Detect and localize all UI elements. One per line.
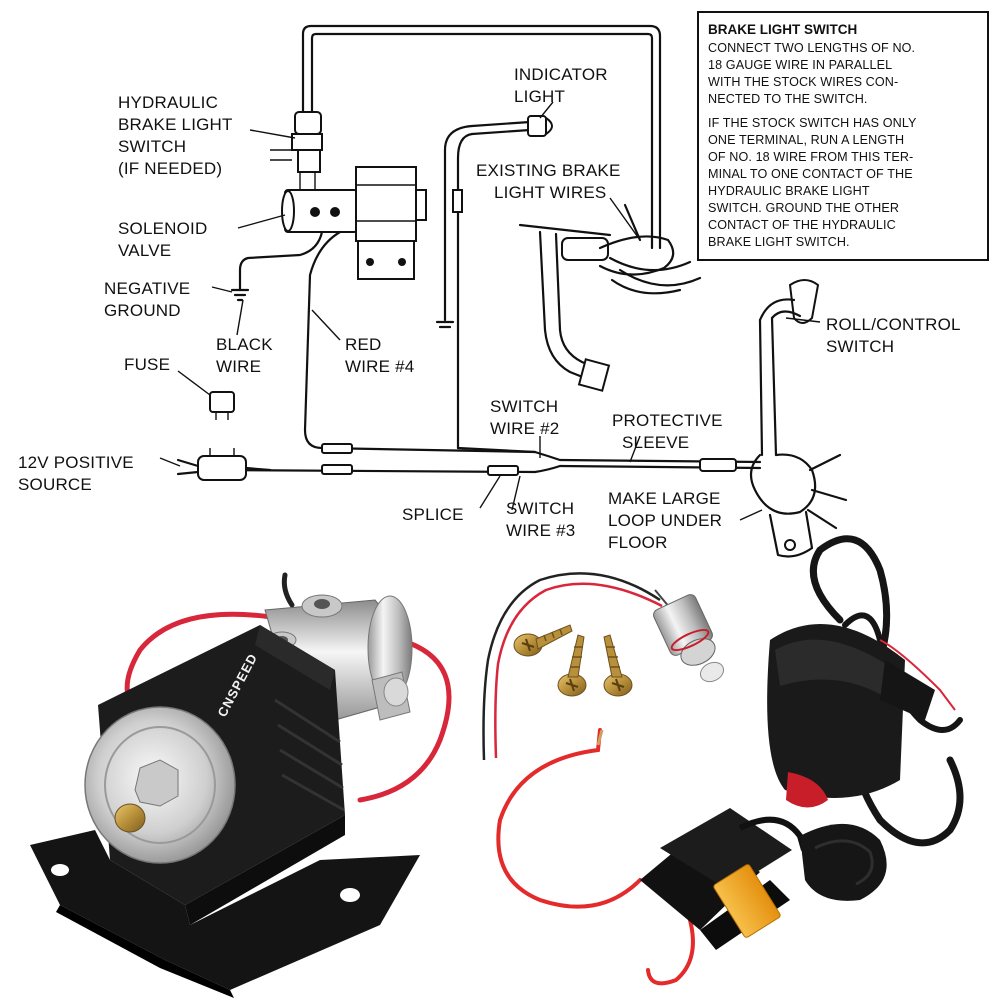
roll-control-switch-icon <box>767 535 964 847</box>
note-title: BRAKE LIGHT SWITCH <box>708 22 857 37</box>
hydraulic-switch-wire <box>301 24 662 250</box>
label-protective-sleeve: PROTECTIVE <box>612 411 723 430</box>
splice-connector-2 <box>321 443 353 454</box>
label-existing-wires: LIGHT WIRES <box>494 183 606 202</box>
note-line: SWITCH. GROUND THE OTHER <box>708 201 899 215</box>
indicator-wire <box>443 124 474 322</box>
inline-connector <box>452 189 463 213</box>
fuse-holder-diagram-icon <box>176 448 272 481</box>
note-line: WITH THE STOCK WIRES CON- <box>708 75 898 89</box>
note-line: ONE TERMINAL, RUN A LENGTH <box>708 133 904 147</box>
ground-symbol <box>230 288 250 302</box>
note-line: CONTACT OF THE HYDRAULIC <box>708 218 896 232</box>
label-negative-ground: NEGATIVE <box>104 279 190 298</box>
splice-connector-3 <box>487 465 519 476</box>
note-line: NECTED TO THE SWITCH. <box>708 92 868 106</box>
label-red-wire: WIRE #4 <box>345 357 414 376</box>
label-large-loop: LOOP UNDER <box>608 511 722 530</box>
indicator-wire-2 <box>456 132 474 450</box>
hydraulic-switch-wire-inner <box>310 32 654 250</box>
ground-symbol-2 <box>435 320 455 329</box>
fuse-icon <box>209 391 235 420</box>
note-line: HYDRAULIC BRAKE LIGHT <box>708 184 870 198</box>
note-line: MINAL TO ONE CONTACT OF THE <box>708 167 913 181</box>
label-indicator-light: INDICATOR <box>514 65 608 84</box>
label-large-loop: MAKE LARGE <box>608 489 721 508</box>
note-line: OF NO. 18 WIRE FROM THIS TER- <box>708 150 913 164</box>
screw-icon <box>513 624 633 697</box>
note-line: BRAKE LIGHT SWITCH. <box>708 235 850 249</box>
label-positive-source: 12V POSITIVE <box>18 453 134 472</box>
label-existing-wires: EXISTING BRAKE <box>476 161 621 180</box>
label-positive-source: SOURCE <box>18 475 92 494</box>
label-red-wire: RED <box>345 335 382 354</box>
wiring-diagram: BRAKE LIGHT SWITCH CONNECT TWO LENGTHS O… <box>18 11 989 558</box>
label-splice: SPLICE <box>402 505 464 524</box>
switch-wire-2 <box>456 446 762 464</box>
label-hydraulic-switch: HYDRAULIC <box>118 93 218 112</box>
label-switch-wire-2: SWITCH <box>490 397 558 416</box>
hydraulic-switch-icon <box>270 111 323 173</box>
black-wire <box>238 230 324 292</box>
switch-wire-3 <box>208 464 762 474</box>
solenoid-valve-icon <box>281 166 427 280</box>
fuse-holder-icon <box>496 728 887 986</box>
label-black-wire: WIRE <box>216 357 261 376</box>
label-large-loop: FLOOR <box>608 533 668 552</box>
label-solenoid-valve: VALVE <box>118 241 171 260</box>
label-negative-ground: GROUND <box>104 301 181 320</box>
label-pointers <box>159 101 821 521</box>
label-roll-control: SWITCH <box>826 337 894 356</box>
label-switch-wire-3: SWITCH <box>506 499 574 518</box>
label-hydraulic-switch: (IF NEEDED) <box>118 159 222 178</box>
indicator-light-icon <box>470 115 553 137</box>
label-black-wire: BLACK <box>216 335 273 354</box>
note-line: IF THE STOCK SWITCH HAS ONLY <box>708 116 917 130</box>
label-fuse: FUSE <box>124 355 170 374</box>
note-line: CONNECT TWO LENGTHS OF NO. <box>708 41 915 55</box>
brake-light-note-box: BRAKE LIGHT SWITCH CONNECT TWO LENGTHS O… <box>697 11 989 261</box>
roll-control-shifter-icon <box>749 279 848 558</box>
label-solenoid-valve: SOLENOID <box>118 219 207 238</box>
red-wire-4 <box>303 230 537 454</box>
note-line: 18 GAUGE WIRE IN PARALLEL <box>708 58 892 72</box>
label-hydraulic-switch: SWITCH <box>118 137 186 156</box>
brake-pedal-icon <box>518 203 702 392</box>
label-switch-wire-2: WIRE #2 <box>490 419 559 438</box>
label-hydraulic-switch: BRAKE LIGHT <box>118 115 233 134</box>
label-indicator-light: LIGHT <box>514 87 565 106</box>
indicator-light-icon <box>482 572 725 761</box>
protective-sleeve <box>699 458 737 472</box>
solenoid-icon: CNSPEED <box>30 572 452 998</box>
label-roll-control: ROLL/CONTROL <box>826 315 961 334</box>
label-switch-wire-3: WIRE #3 <box>506 521 575 540</box>
splice-connector <box>321 464 353 475</box>
label-protective-sleeve: SLEEVE <box>622 433 689 452</box>
